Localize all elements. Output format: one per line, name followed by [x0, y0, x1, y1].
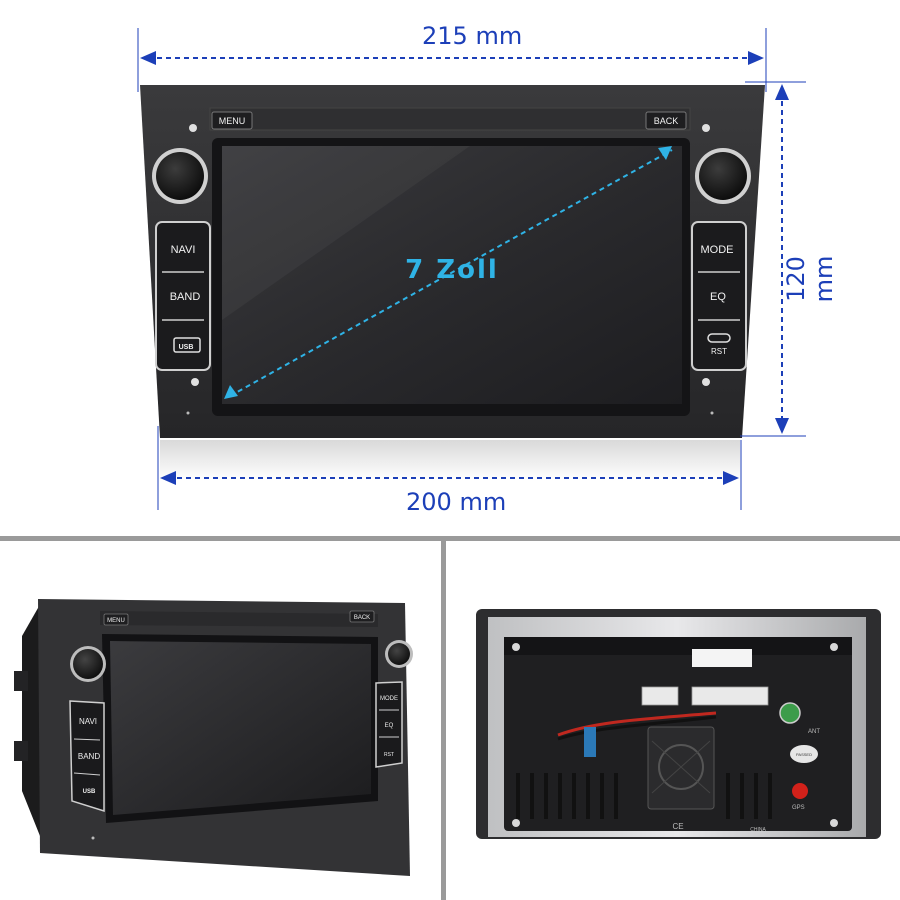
- screw-dot: [702, 378, 710, 386]
- screen-glare: [222, 146, 470, 320]
- screw-dot: [830, 643, 838, 651]
- antenna-port-icon: [779, 702, 801, 724]
- china-label: CHINA: [750, 827, 766, 833]
- mode-label: MODE: [701, 244, 734, 256]
- arrowhead-icon: [775, 84, 789, 100]
- angle-screen: [110, 641, 371, 815]
- angle-view-drawing: MENU BACK NAVI BAND USB MODE EQ RST: [14, 599, 413, 876]
- harness-plug: [641, 686, 679, 706]
- angle-right-knob[interactable]: [388, 643, 410, 665]
- bottom-width-label: 200 mm: [406, 488, 507, 516]
- gps-port-icon: [792, 783, 808, 799]
- screw-dot: [512, 643, 520, 651]
- screen: [222, 146, 682, 404]
- arrowhead-icon: [140, 51, 156, 65]
- back-label: BACK: [654, 116, 679, 126]
- ant-label: ANT: [808, 729, 820, 735]
- angle-left-knob[interactable]: [73, 649, 103, 679]
- left-knob[interactable]: [156, 152, 204, 200]
- angle-band-label: BAND: [78, 752, 100, 761]
- screw-dot: [830, 819, 838, 827]
- angle-eq-label: EQ: [385, 723, 394, 729]
- rst-label: RST: [711, 347, 727, 356]
- arrowhead-icon: [723, 471, 739, 485]
- right-button-column: [691, 221, 747, 371]
- angle-mode-label: MODE: [380, 696, 398, 702]
- ce-label: CE: [672, 822, 683, 831]
- angle-rst-label: RST: [384, 752, 394, 758]
- blue-connector: [584, 727, 596, 757]
- screw-dot: [191, 378, 199, 386]
- angle-navi-label: NAVI: [79, 717, 97, 726]
- passed-label: PASSED: [796, 752, 812, 757]
- unit-side: [22, 601, 42, 841]
- right-knob[interactable]: [699, 152, 747, 200]
- height-label: 120 mm: [782, 255, 838, 303]
- button-divider: [73, 738, 101, 741]
- cooling-fan: [647, 726, 715, 810]
- arrowhead-icon: [658, 146, 672, 160]
- floor-reflection: [160, 440, 740, 480]
- angle-back-label: BACK: [354, 615, 370, 621]
- mic-hole: [91, 836, 95, 840]
- arrowhead-icon: [160, 471, 176, 485]
- vertical-divider: [441, 541, 446, 900]
- menu-button[interactable]: [211, 111, 253, 130]
- arrowhead-icon: [775, 418, 789, 434]
- gps-label: GPS: [792, 805, 805, 811]
- mic-hole: [186, 411, 190, 415]
- rear-view-section: ANT CE CHINA GPS PASSED: [446, 541, 900, 900]
- screw-dot: [189, 124, 197, 132]
- rear-top-bar: [504, 637, 852, 655]
- diagonal-arrow-line: [229, 149, 673, 397]
- harness-plug: [691, 686, 769, 706]
- button-divider: [73, 772, 101, 776]
- angle-menu-label: MENU: [107, 618, 125, 624]
- front-view-drawing: MENU BACK NAVI BAND USB MODE EQ RST 7 Zo…: [137, 28, 806, 510]
- band-label: BAND: [170, 291, 201, 303]
- angle-slot: [100, 611, 378, 627]
- angle-right-button-column: [375, 681, 403, 768]
- left-button-column: [155, 221, 211, 371]
- rst-button-outline[interactable]: [707, 333, 731, 343]
- red-cable: [557, 711, 717, 737]
- angle-back-button[interactable]: [349, 610, 375, 623]
- disc-slot: [209, 107, 691, 131]
- front-view-section: MENU BACK NAVI BAND USB MODE EQ RST 7 Zo…: [137, 22, 838, 516]
- angle-left-button-column: [69, 700, 105, 813]
- passed-sticker: [790, 745, 818, 763]
- usb-label: USB: [179, 344, 194, 351]
- fan-ring: [658, 744, 704, 790]
- angle-view-section: MENU BACK NAVI BAND USB MODE EQ RST: [0, 541, 441, 900]
- black-cable: [557, 715, 717, 741]
- menu-label: MENU: [219, 116, 246, 126]
- horizontal-divider: [0, 536, 900, 541]
- connector-label-block: [692, 649, 752, 667]
- angle-usb-label: USB: [83, 789, 96, 795]
- rear-view-drawing: ANT CE CHINA GPS PASSED: [476, 609, 881, 839]
- vent-slots: [516, 773, 772, 819]
- diagonal-label: 7 Zoll: [405, 255, 499, 285]
- screw-dot: [702, 124, 710, 132]
- arrowhead-icon: [748, 51, 764, 65]
- top-width-label: 215 mm: [422, 22, 523, 50]
- eq-label: EQ: [710, 291, 726, 303]
- fan-grille: [651, 740, 711, 794]
- navi-label: NAVI: [171, 244, 196, 256]
- screw-dot: [512, 819, 520, 827]
- angle-menu-button[interactable]: [103, 613, 129, 626]
- back-button[interactable]: [645, 111, 687, 130]
- mic-hole: [710, 411, 714, 415]
- arrowhead-icon: [224, 385, 238, 399]
- usb-port-outline[interactable]: [173, 337, 201, 353]
- mount-tab: [14, 671, 28, 691]
- mount-tab: [14, 741, 28, 761]
